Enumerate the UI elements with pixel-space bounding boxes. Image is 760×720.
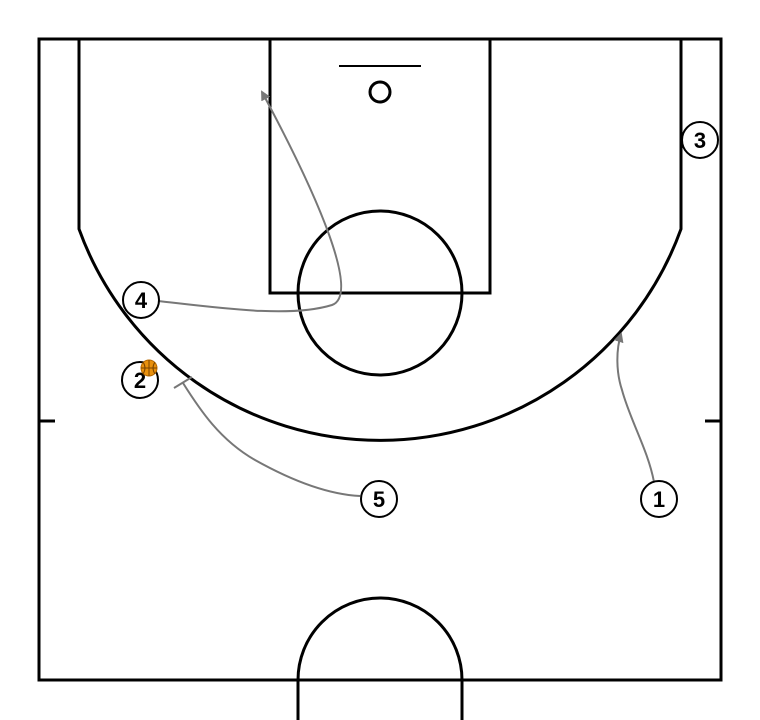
cut-path-player-4 [157, 90, 343, 313]
player-5[interactable]: 5 [360, 480, 398, 518]
player-3-label: 3 [694, 128, 706, 153]
screen-bar [173, 376, 193, 389]
player-5-label: 5 [373, 487, 385, 512]
player-2[interactable]: 2 [121, 359, 159, 399]
center-circle [296, 596, 464, 681]
movement-paths [157, 90, 655, 497]
paint-key [268, 37, 492, 295]
player-1[interactable]: 1 [640, 480, 678, 518]
court-boundary [37, 37, 723, 682]
basketball-icon [140, 359, 158, 377]
player-1-label: 1 [653, 487, 665, 512]
player-4-label: 4 [135, 288, 148, 313]
cut-path-player-1 [613, 332, 655, 483]
screen-path-player-5 [182, 382, 361, 497]
player-2-label: 2 [134, 368, 146, 393]
players: 1 2 3 4 5 [121, 121, 719, 518]
hoop-rim [368, 80, 392, 104]
player-4[interactable]: 4 [122, 281, 160, 319]
court-lines [37, 37, 723, 720]
free-throw-circle [296, 209, 464, 377]
three-point-line [77, 39, 683, 442]
player-3[interactable]: 3 [681, 121, 719, 159]
